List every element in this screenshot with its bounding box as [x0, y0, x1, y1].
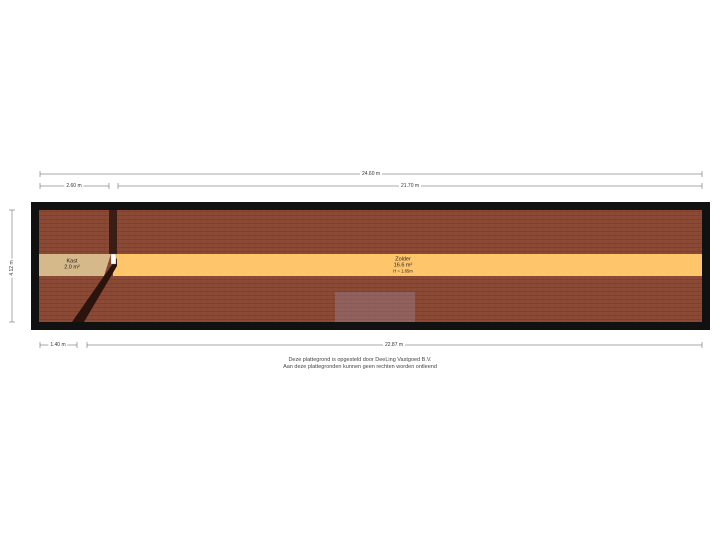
kast-name: Kast	[66, 258, 78, 265]
sloped-wall	[72, 258, 117, 322]
dim-left-top: 2.60 m	[64, 183, 84, 189]
dim-right-top: 21.70 m	[398, 183, 422, 189]
zolder-name: Zolder	[395, 256, 411, 263]
kast-area: 2.0 m²	[64, 265, 80, 271]
kast-label: Kast 2.0 m²	[64, 259, 80, 272]
zolder-room	[113, 254, 702, 276]
roof-window-shadow	[335, 292, 415, 322]
zolder-area: 16.6 m²	[393, 262, 413, 269]
zolder-height: H = 1.65m	[393, 267, 413, 273]
dim-right-bottom: 22.87 m	[382, 342, 406, 348]
disclaimer: Deze plattegrond is opgesteld door DeeLi…	[0, 357, 720, 372]
partition-wall	[109, 210, 117, 254]
disclaimer-line-1: Deze plattegrond is opgesteld door DeeLi…	[288, 357, 432, 363]
kast-room	[39, 254, 111, 276]
disclaimer-line-2: Aan deze plattegronden kunnen geen recht…	[283, 364, 437, 371]
zolder-label: Zolder 16.6 m² H = 1.65m	[393, 256, 412, 273]
dim-left-bottom: 1.40 m	[48, 342, 68, 348]
doorway	[110, 253, 117, 265]
dim-total-width: 24.60 m	[359, 171, 383, 177]
dim-height: 4.12 m	[9, 258, 15, 278]
